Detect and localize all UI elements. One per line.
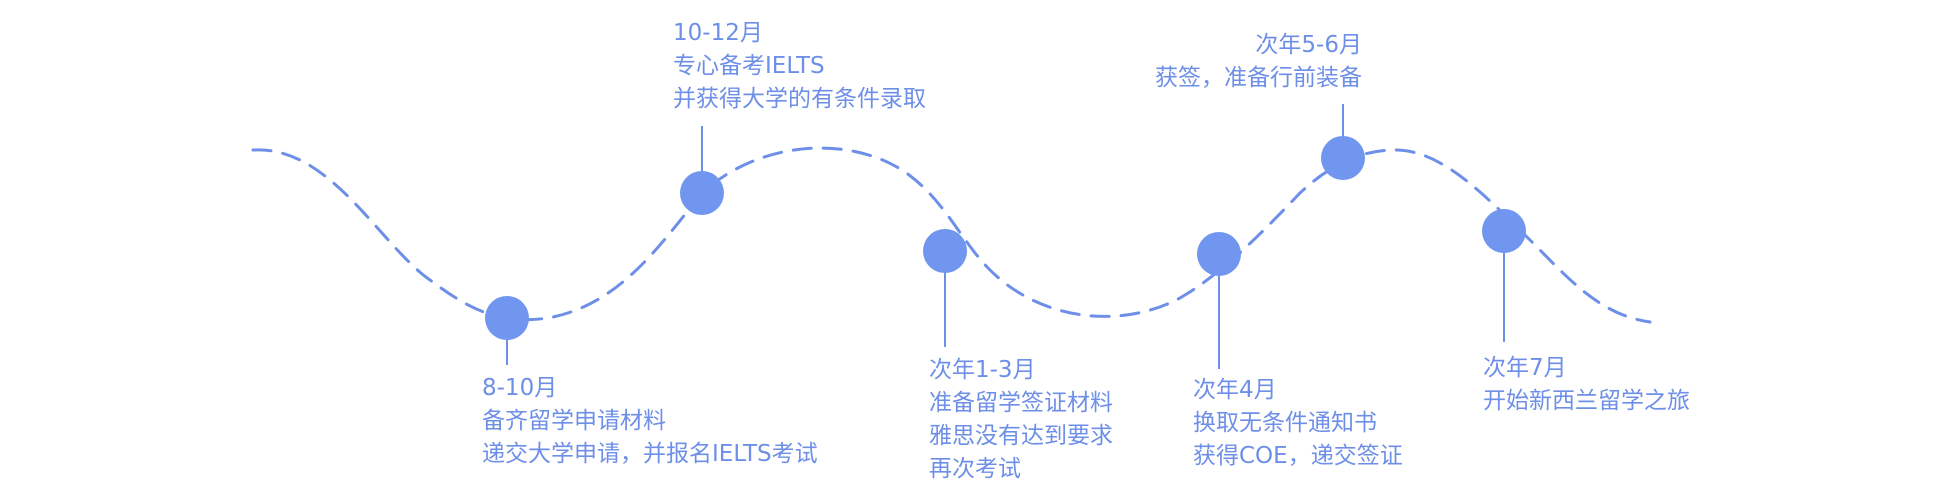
milestone-period: 次年5-6月 [1255, 32, 1362, 58]
milestone-m3-label: 次年1-3月 准备留学签证材料 雅思没有达到要求 再次考试 [929, 354, 1113, 486]
milestone-m5-label: 次年5-6月 获签，准备行前装备 [1140, 29, 1362, 95]
milestone-line: 开始新西兰留学之旅 [1483, 388, 1690, 414]
milestone-m1-label: 8-10月 备齐留学申请材料 递交大学申请，并报名IELTS考试 [482, 372, 818, 471]
timeline-node-m3 [923, 229, 967, 273]
timeline-node-m2 [680, 171, 724, 215]
timeline-node-m5 [1321, 136, 1365, 180]
milestone-line: 专心备考IELTS [673, 53, 825, 79]
milestone-period: 10-12月 [673, 20, 763, 46]
timeline-node-m1 [485, 296, 529, 340]
milestone-period: 8-10月 [482, 375, 558, 401]
milestone-line: 雅思没有达到要求 [929, 423, 1113, 449]
milestone-m4-label: 次年4月 换取无条件通知书 获得COE，递交签证 [1193, 374, 1403, 473]
milestone-line: 并获得大学的有条件录取 [673, 86, 926, 112]
milestone-line: 备齐留学申请材料 [482, 408, 666, 434]
milestone-line: 递交大学申请，并报名IELTS考试 [482, 441, 818, 467]
milestone-period: 次年7月 [1483, 355, 1567, 381]
milestone-period: 次年4月 [1193, 377, 1277, 403]
timeline-node-m6 [1482, 209, 1526, 253]
timeline-node-m4 [1197, 232, 1241, 276]
milestone-line: 获签，准备行前装备 [1155, 65, 1362, 91]
milestone-line: 换取无条件通知书 [1193, 410, 1377, 436]
milestone-m6-label: 次年7月 开始新西兰留学之旅 [1483, 352, 1690, 418]
milestone-period: 次年1-3月 [929, 357, 1036, 383]
milestone-line: 获得COE，递交签证 [1193, 443, 1403, 469]
milestone-m2-label: 10-12月 专心备考IELTS 并获得大学的有条件录取 [673, 17, 926, 116]
milestone-line: 再次考试 [929, 456, 1021, 482]
milestone-line: 准备留学签证材料 [929, 390, 1113, 416]
